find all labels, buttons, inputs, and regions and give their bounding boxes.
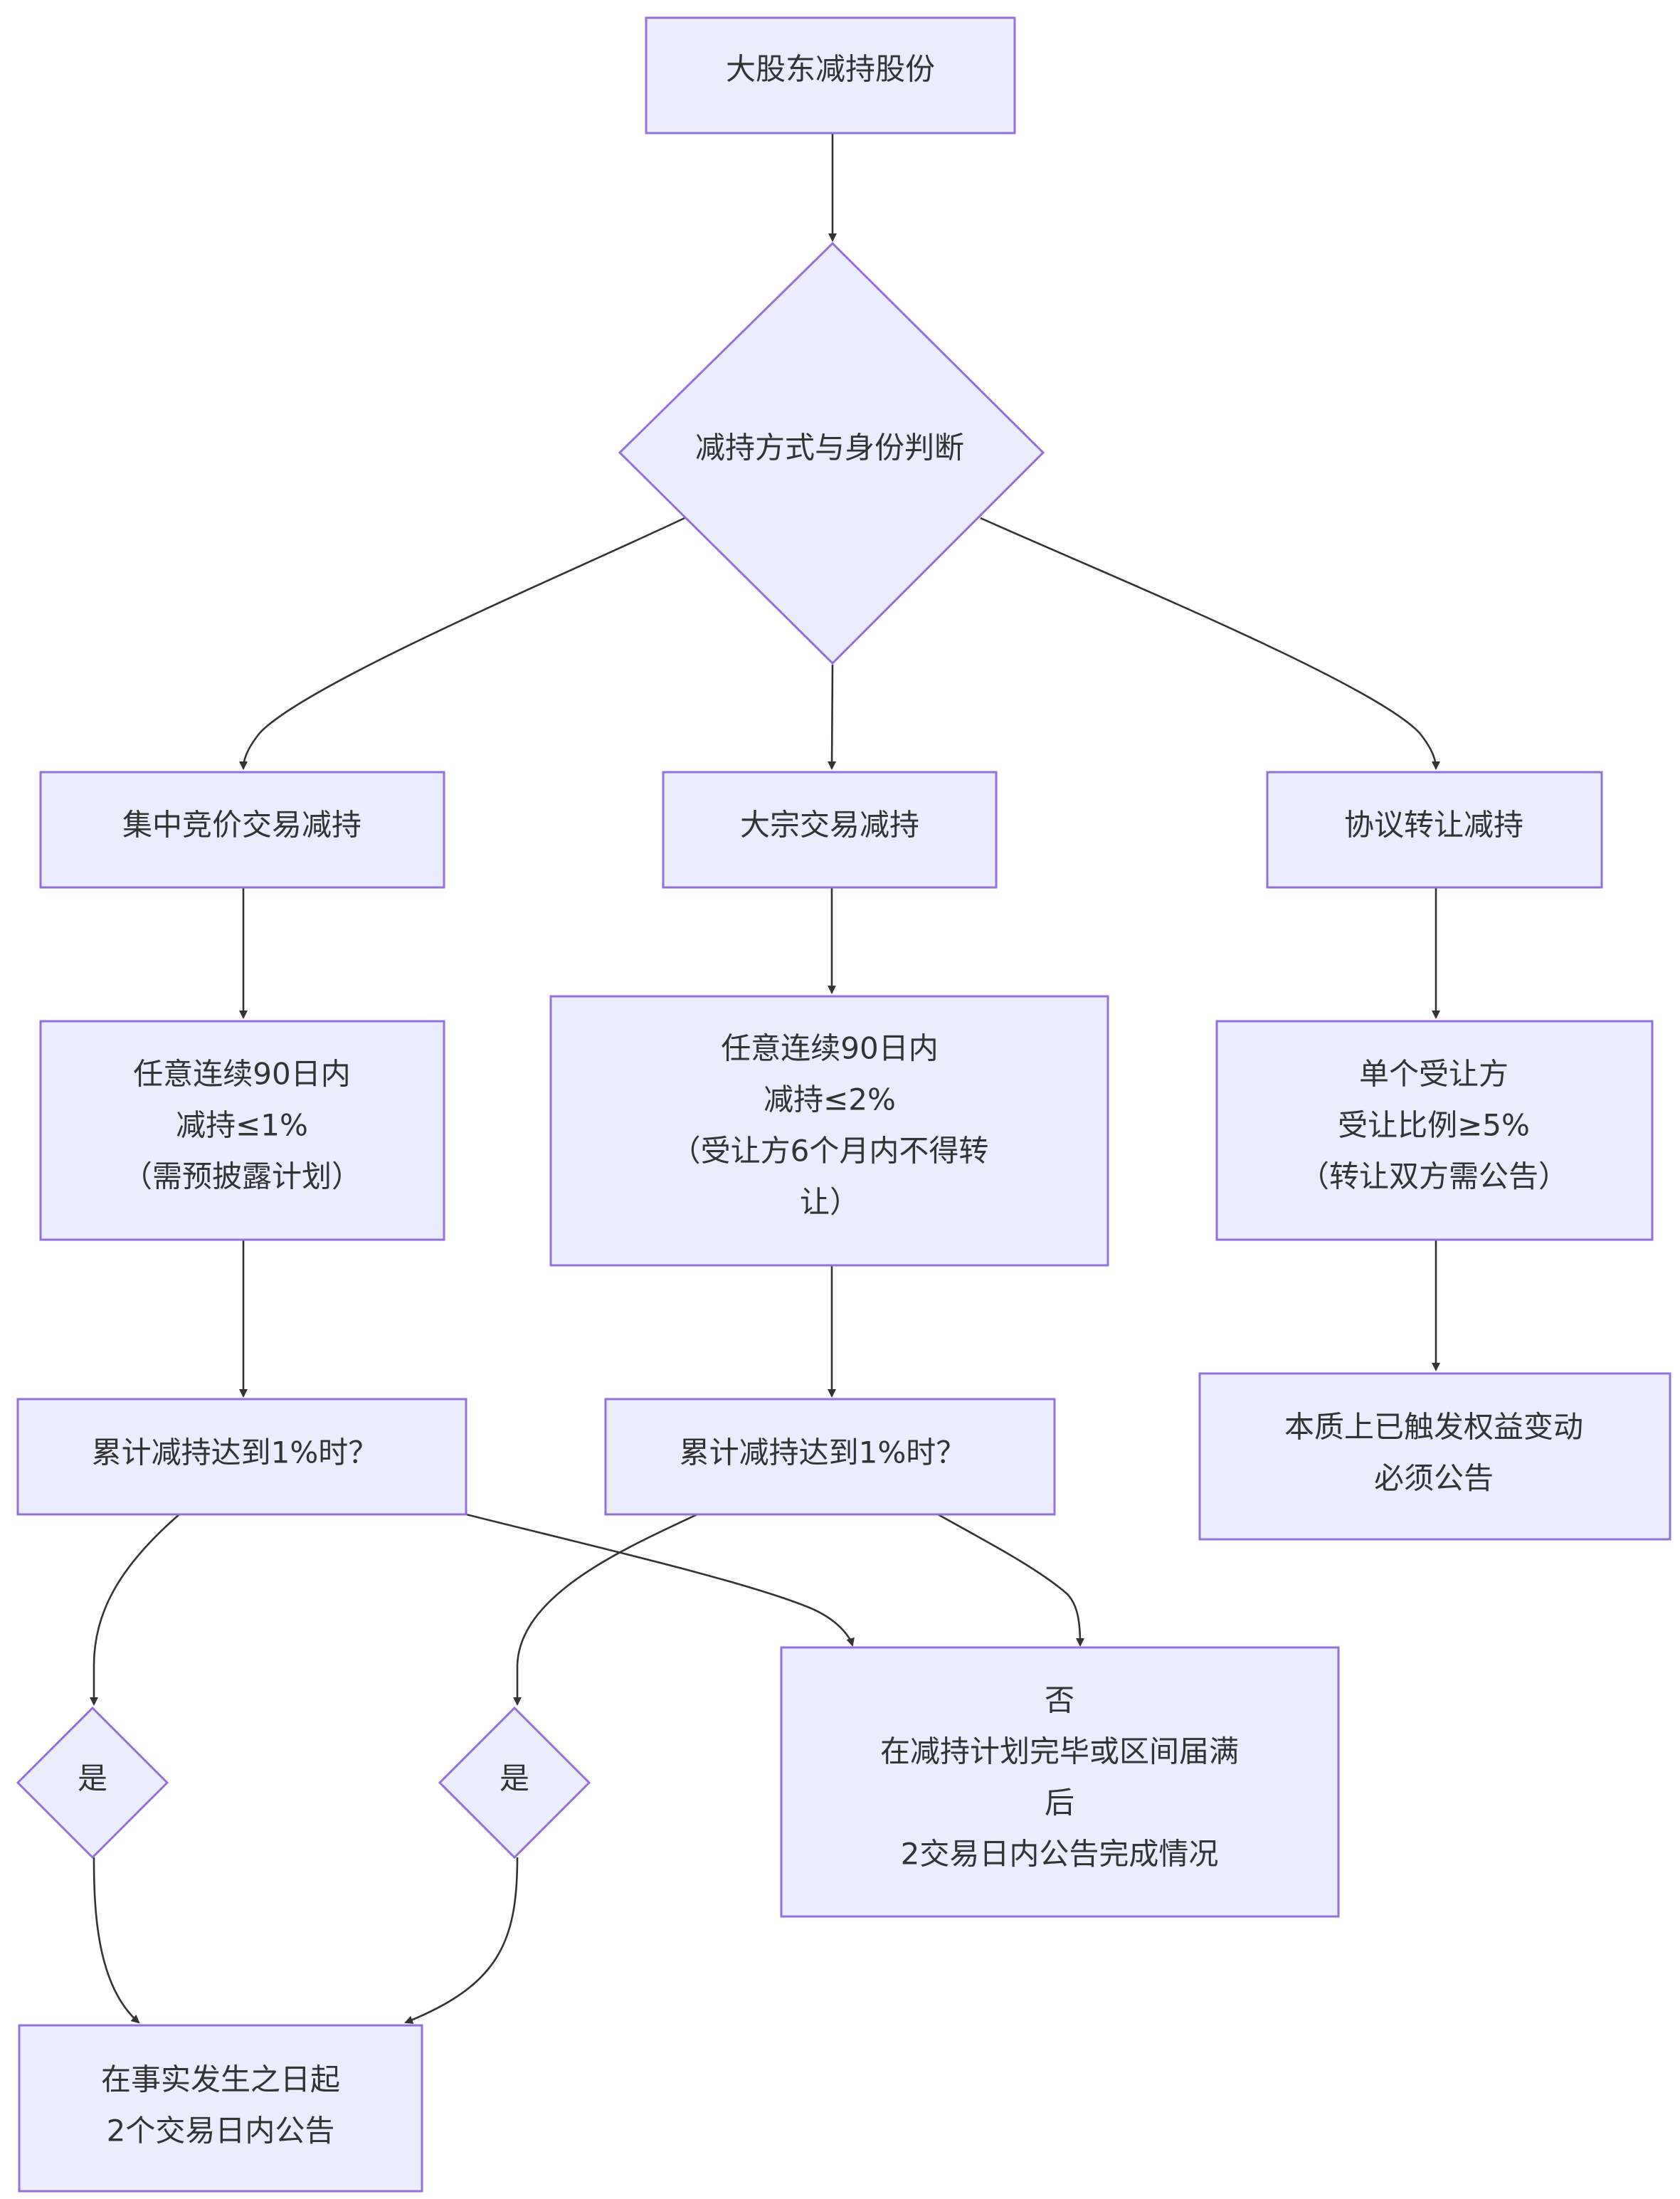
node-xieyi-rule xyxy=(1215,1020,1654,1241)
edge-dazong-q-to-no-result xyxy=(937,1513,1084,1647)
label-yes-result-line-2: 2个交易日内公告 xyxy=(107,2114,335,2148)
edges xyxy=(90,134,1440,2024)
label-jizhong: 集中竞价交易减持 xyxy=(122,808,361,843)
node-dazong-rule xyxy=(549,995,1109,1267)
label-no-result-line-4: 2交易日内公告完成情况 xyxy=(901,1837,1219,1872)
edge-dazong-q-to-yes2 xyxy=(513,1513,698,1706)
node-yes-result xyxy=(18,2024,423,2193)
label-no-result-line-3: 后 xyxy=(1045,1786,1074,1820)
label-xieyi-rule-line-2: 受让比例≥5% xyxy=(1338,1108,1530,1143)
node-no-result xyxy=(780,1646,1340,1918)
label-xieyi: 协议转让减持 xyxy=(1344,808,1523,843)
label-no-result-line-2: 在减持计划完毕或区间届满 xyxy=(880,1734,1239,1769)
edge-jizhong-q-to-no-result xyxy=(465,1513,855,1647)
label-dazong-q: 累计减持达到1%时？ xyxy=(680,1435,966,1470)
label-xieyi-result-line-1: 本质上已触发权益变动 xyxy=(1284,1410,1583,1445)
label-jizhong-q: 累计减持达到1%时？ xyxy=(92,1435,379,1470)
node-xieyi xyxy=(1266,771,1603,889)
label-start: 大股东减持股份 xyxy=(726,52,935,87)
label-dazong-rule-line-2: 减持≤2% xyxy=(764,1082,896,1117)
label-xieyi-rule-line-1: 单个受让方 xyxy=(1359,1057,1509,1092)
node-dazong xyxy=(662,771,998,889)
label-jizhong-rule-line-3: （需预披露计划） xyxy=(122,1159,361,1194)
node-jizhong xyxy=(39,771,445,889)
edge-decision-to-dazong xyxy=(828,664,837,770)
node-start xyxy=(645,16,1016,135)
label-jizhong-rule-line-1: 任意连续90日内 xyxy=(133,1057,350,1092)
label-xieyi-rule-line-3: （转让双方需公告） xyxy=(1299,1159,1568,1194)
label-decision: 减持方式与身份判断 xyxy=(695,431,964,465)
label-xieyi-result-line-2: 必须公告 xyxy=(1374,1461,1494,1496)
node-yes1 xyxy=(16,1706,169,1860)
node-dazong-q xyxy=(604,1398,1056,1516)
edge-jizhong-q-to-yes1 xyxy=(90,1514,180,1706)
nodes xyxy=(16,16,1671,2193)
label-jizhong-rule-line-2: 减持≤1% xyxy=(176,1108,308,1143)
label-dazong: 大宗交易减持 xyxy=(740,808,919,843)
edge-yes1-to-yes-result xyxy=(93,1857,140,2024)
edge-yes2-to-yes-result xyxy=(404,1857,519,2024)
edge-decision-to-xieyi xyxy=(980,517,1440,770)
label-yes-result-line-1: 在事实发生之日起 xyxy=(101,2062,340,2097)
label-yes1: 是 xyxy=(78,1761,107,1796)
label-yes2: 是 xyxy=(500,1761,529,1796)
node-jizhong-rule xyxy=(39,1020,445,1241)
edge-decision-to-jizhong xyxy=(239,517,685,770)
node-jizhong-q xyxy=(16,1398,467,1516)
node-decision xyxy=(618,241,1045,665)
label-no-result-line-1: 否 xyxy=(1045,1683,1074,1718)
label-dazong-rule-line-3: （受让方6个月内不得转 xyxy=(671,1134,989,1169)
label-dazong-rule-line-1: 任意连续90日内 xyxy=(721,1031,938,1066)
labels: 大股东减持股份 减持方式与身份判断 集中竞价交易减持 大宗交易减持 协议转让减持… xyxy=(78,52,1583,2148)
node-xieyi-result xyxy=(1198,1372,1671,1541)
node-yes2 xyxy=(438,1706,591,1860)
label-dazong-rule-line-4: 让） xyxy=(800,1185,860,1220)
